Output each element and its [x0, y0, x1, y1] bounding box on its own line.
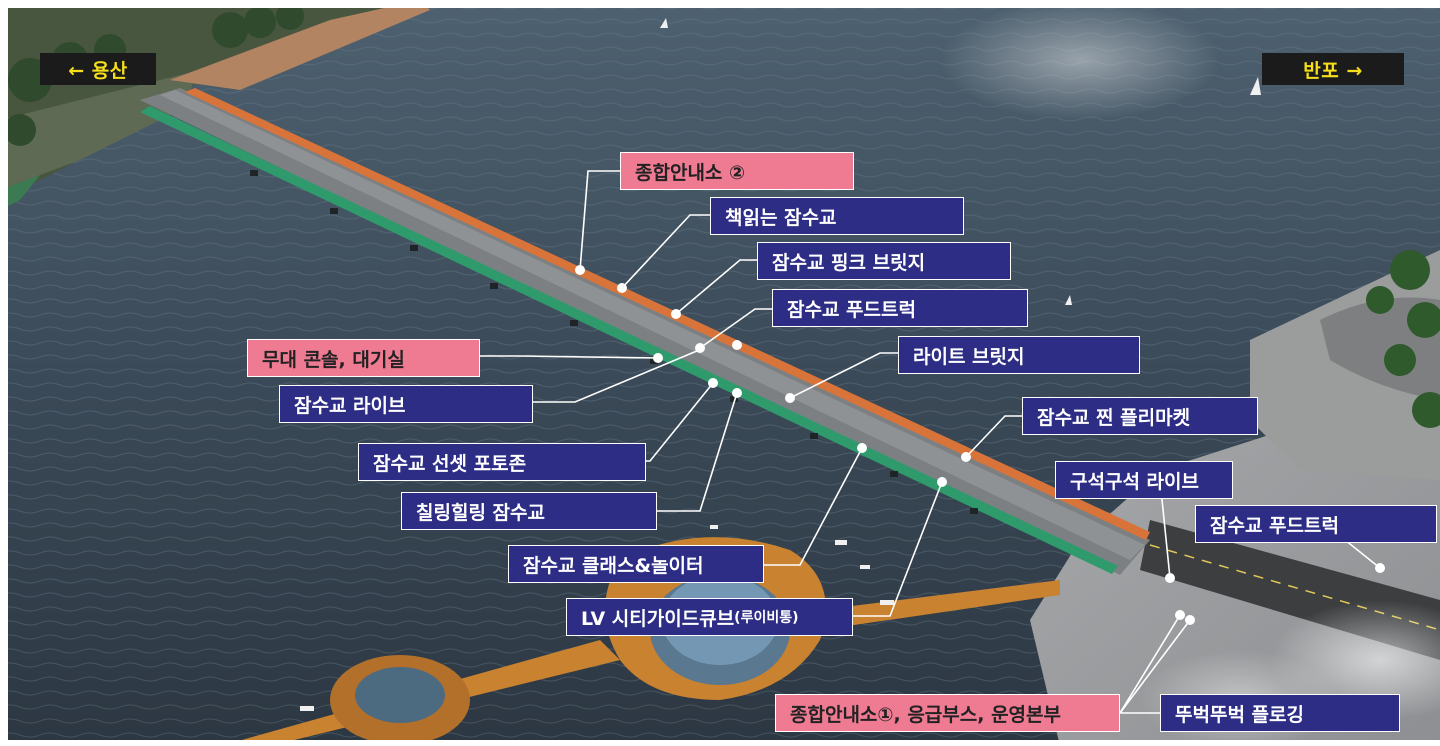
label-plogging: 뚜벅뚜벅 플로깅: [1160, 694, 1400, 732]
direction-banpo: 반포 →: [1262, 53, 1404, 85]
label-light-bridge: 라이트 브릿지: [898, 336, 1140, 374]
frame-top: [0, 0, 1440, 8]
label-pink-bridge: 잠수교 핑크 브릿지: [757, 242, 1011, 280]
label-flea-market: 잠수교 찐 플리마켓: [1022, 397, 1258, 435]
label-chilling-healing: 칠링힐링 잠수교: [401, 492, 657, 530]
frame-bottom: [0, 740, 1440, 746]
label-sunset-photozone: 잠수교 선셋 포토존: [358, 443, 646, 481]
label-reading-bridge: 책읽는 잠수교: [710, 197, 964, 235]
label-lv-sub: (루이비통): [734, 610, 799, 626]
label-class-playground: 잠수교 클래스&놀이터: [508, 545, 764, 583]
label-jamsu-live: 잠수교 라이브: [279, 385, 533, 423]
direction-yongsan: ← 용산: [40, 53, 156, 85]
label-lv-main: LV 시티가이드큐브: [581, 607, 735, 630]
label-food-truck-2: 잠수교 푸드트럭: [1195, 505, 1437, 543]
label-info-center-2: 종합안내소 ②: [620, 152, 854, 190]
label-food-truck-1: 잠수교 푸드트럭: [772, 289, 1028, 327]
label-corner-live: 구석구석 라이브: [1055, 461, 1233, 499]
frame-left: [0, 0, 8, 746]
label-stage-console: 무대 콘솔, 대기실: [247, 339, 480, 377]
label-info-center-1: 종합안내소①, 응급부스, 운영본부: [775, 694, 1120, 732]
label-lv-city-guide-cube: LV 시티가이드큐브(루이비통): [566, 598, 853, 636]
